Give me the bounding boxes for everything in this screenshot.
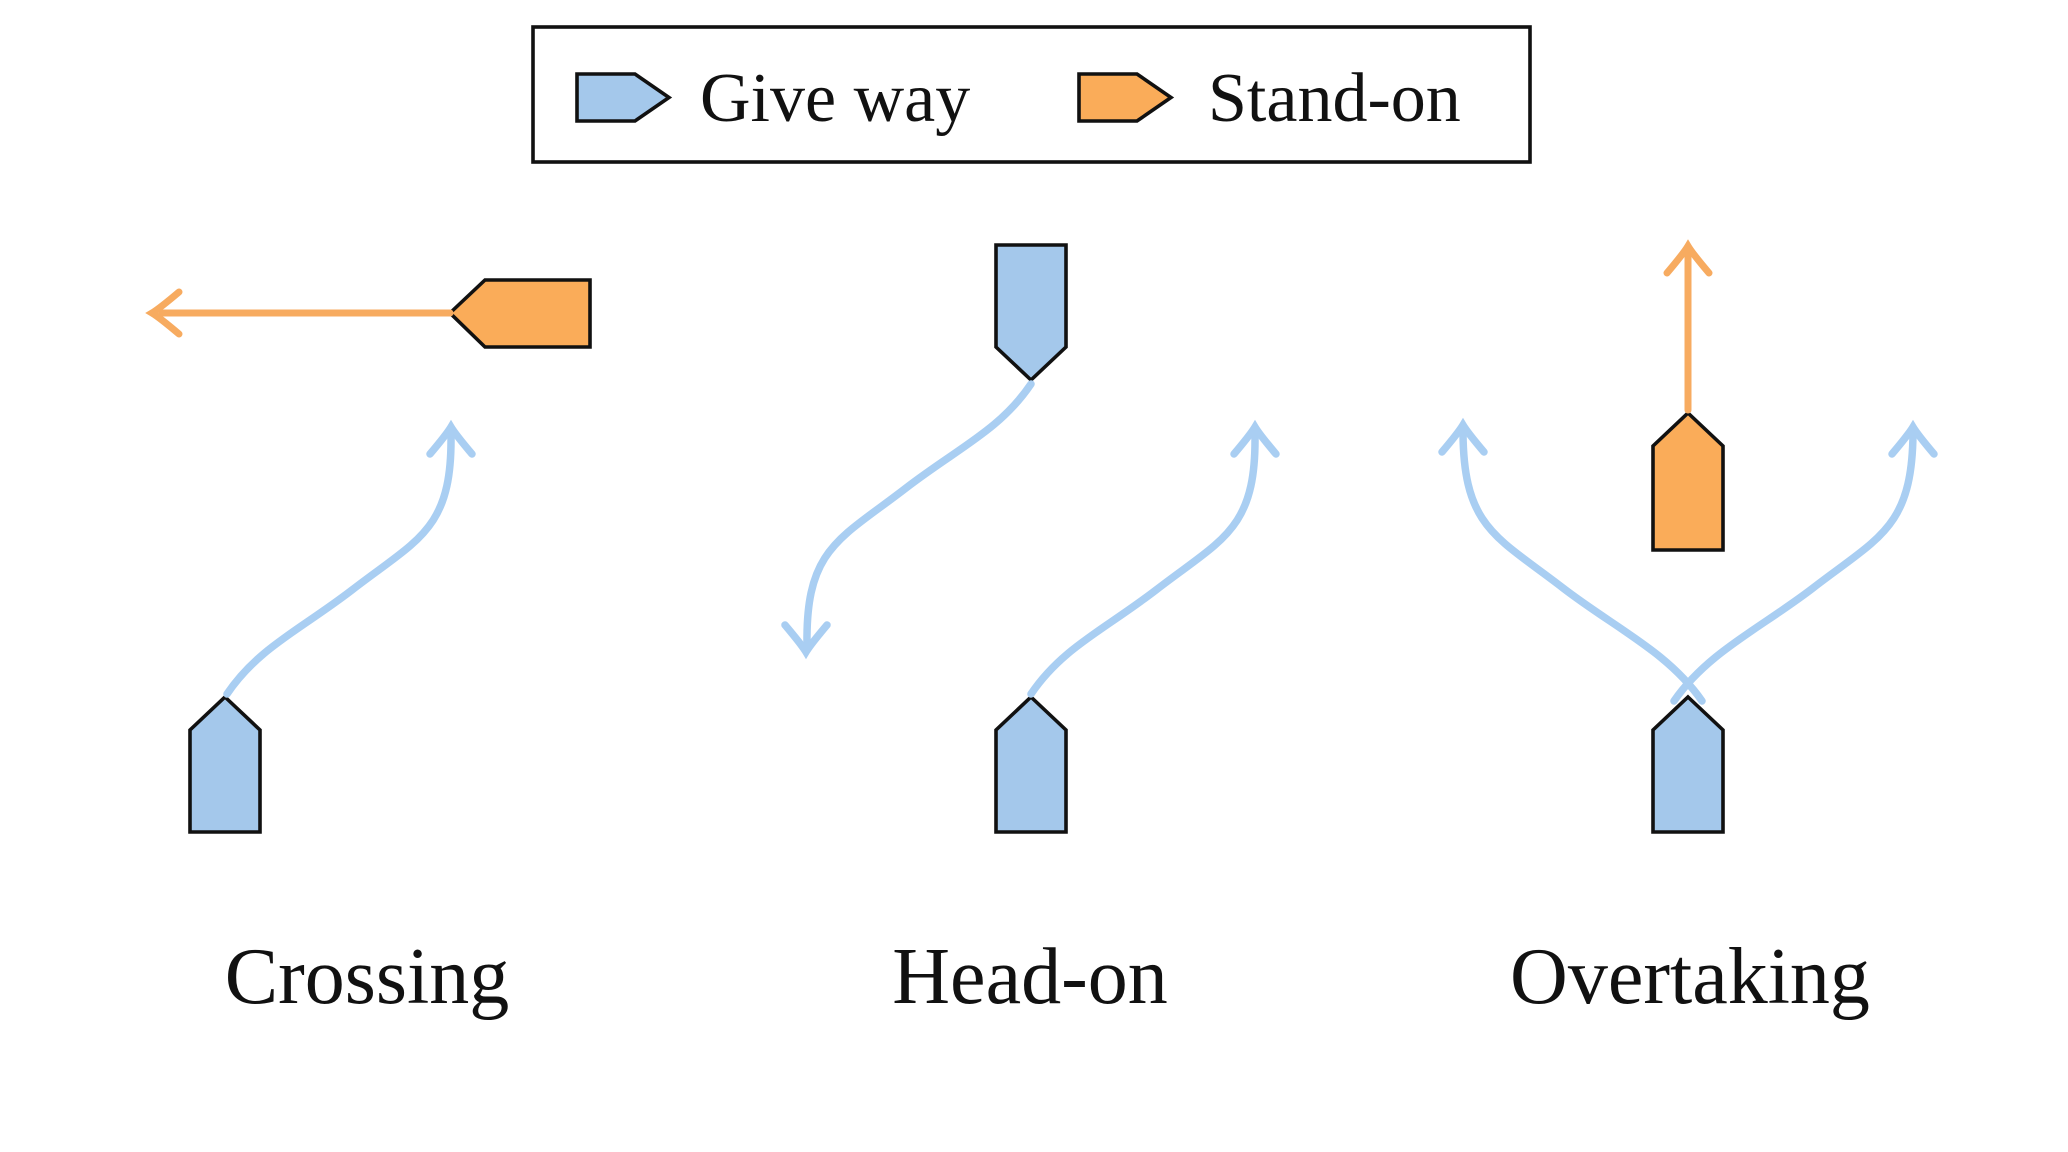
legend-box	[531, 25, 1532, 164]
scenario-crossing: Crossing	[145, 278, 592, 1021]
stand-on-legend-marker-icon	[1077, 72, 1175, 123]
overtaking-left-path-arrow	[1438, 417, 1706, 705]
overtaking-right-path-arrow	[1670, 419, 1938, 705]
head-on-give-way-boat-bottom	[994, 694, 1068, 834]
give-way-legend-marker-icon	[575, 72, 673, 123]
scenario-overtaking: Overtaking	[1438, 239, 1938, 1021]
overtaking-right-arrowhead-icon	[1888, 419, 1938, 458]
head-on-top-path-arrow	[781, 380, 1035, 660]
crossing-give-way-arrowhead-icon	[426, 419, 476, 458]
scenario-label-crossing: Crossing	[225, 933, 510, 1021]
overtaking-stand-on-arrowhead-icon	[1663, 239, 1713, 277]
legend-label-give-way: Give way	[700, 60, 970, 137]
scenario-label-head-on: Head-on	[892, 933, 1167, 1021]
head-on-give-way-boat-top	[994, 243, 1068, 383]
head-on-bottom-arrowhead-icon	[1230, 419, 1280, 458]
crossing-give-way-boat	[188, 694, 262, 834]
crossing-stand-on-arrowhead-icon	[145, 288, 183, 338]
overtaking-left-arrowhead-icon	[1438, 417, 1488, 456]
head-on-bottom-path-arrow	[1027, 419, 1280, 698]
head-on-top-arrowhead-icon	[781, 621, 831, 660]
crossing-give-way-path-arrow	[223, 419, 476, 698]
legend-label-stand-on: Stand-on	[1208, 60, 1461, 137]
crossing-stand-on-boat	[447, 278, 592, 349]
crossing-stand-on-path-arrow	[145, 288, 454, 338]
overtaking-give-way-boat	[1651, 694, 1725, 834]
legend: Give way Stand-on	[531, 25, 1532, 164]
scenario-head-on: Head-on	[781, 243, 1280, 1021]
scenario-label-overtaking: Overtaking	[1510, 933, 1870, 1021]
overtaking-stand-on-path-arrow	[1663, 239, 1713, 414]
overtaking-stand-on-boat	[1651, 410, 1725, 552]
